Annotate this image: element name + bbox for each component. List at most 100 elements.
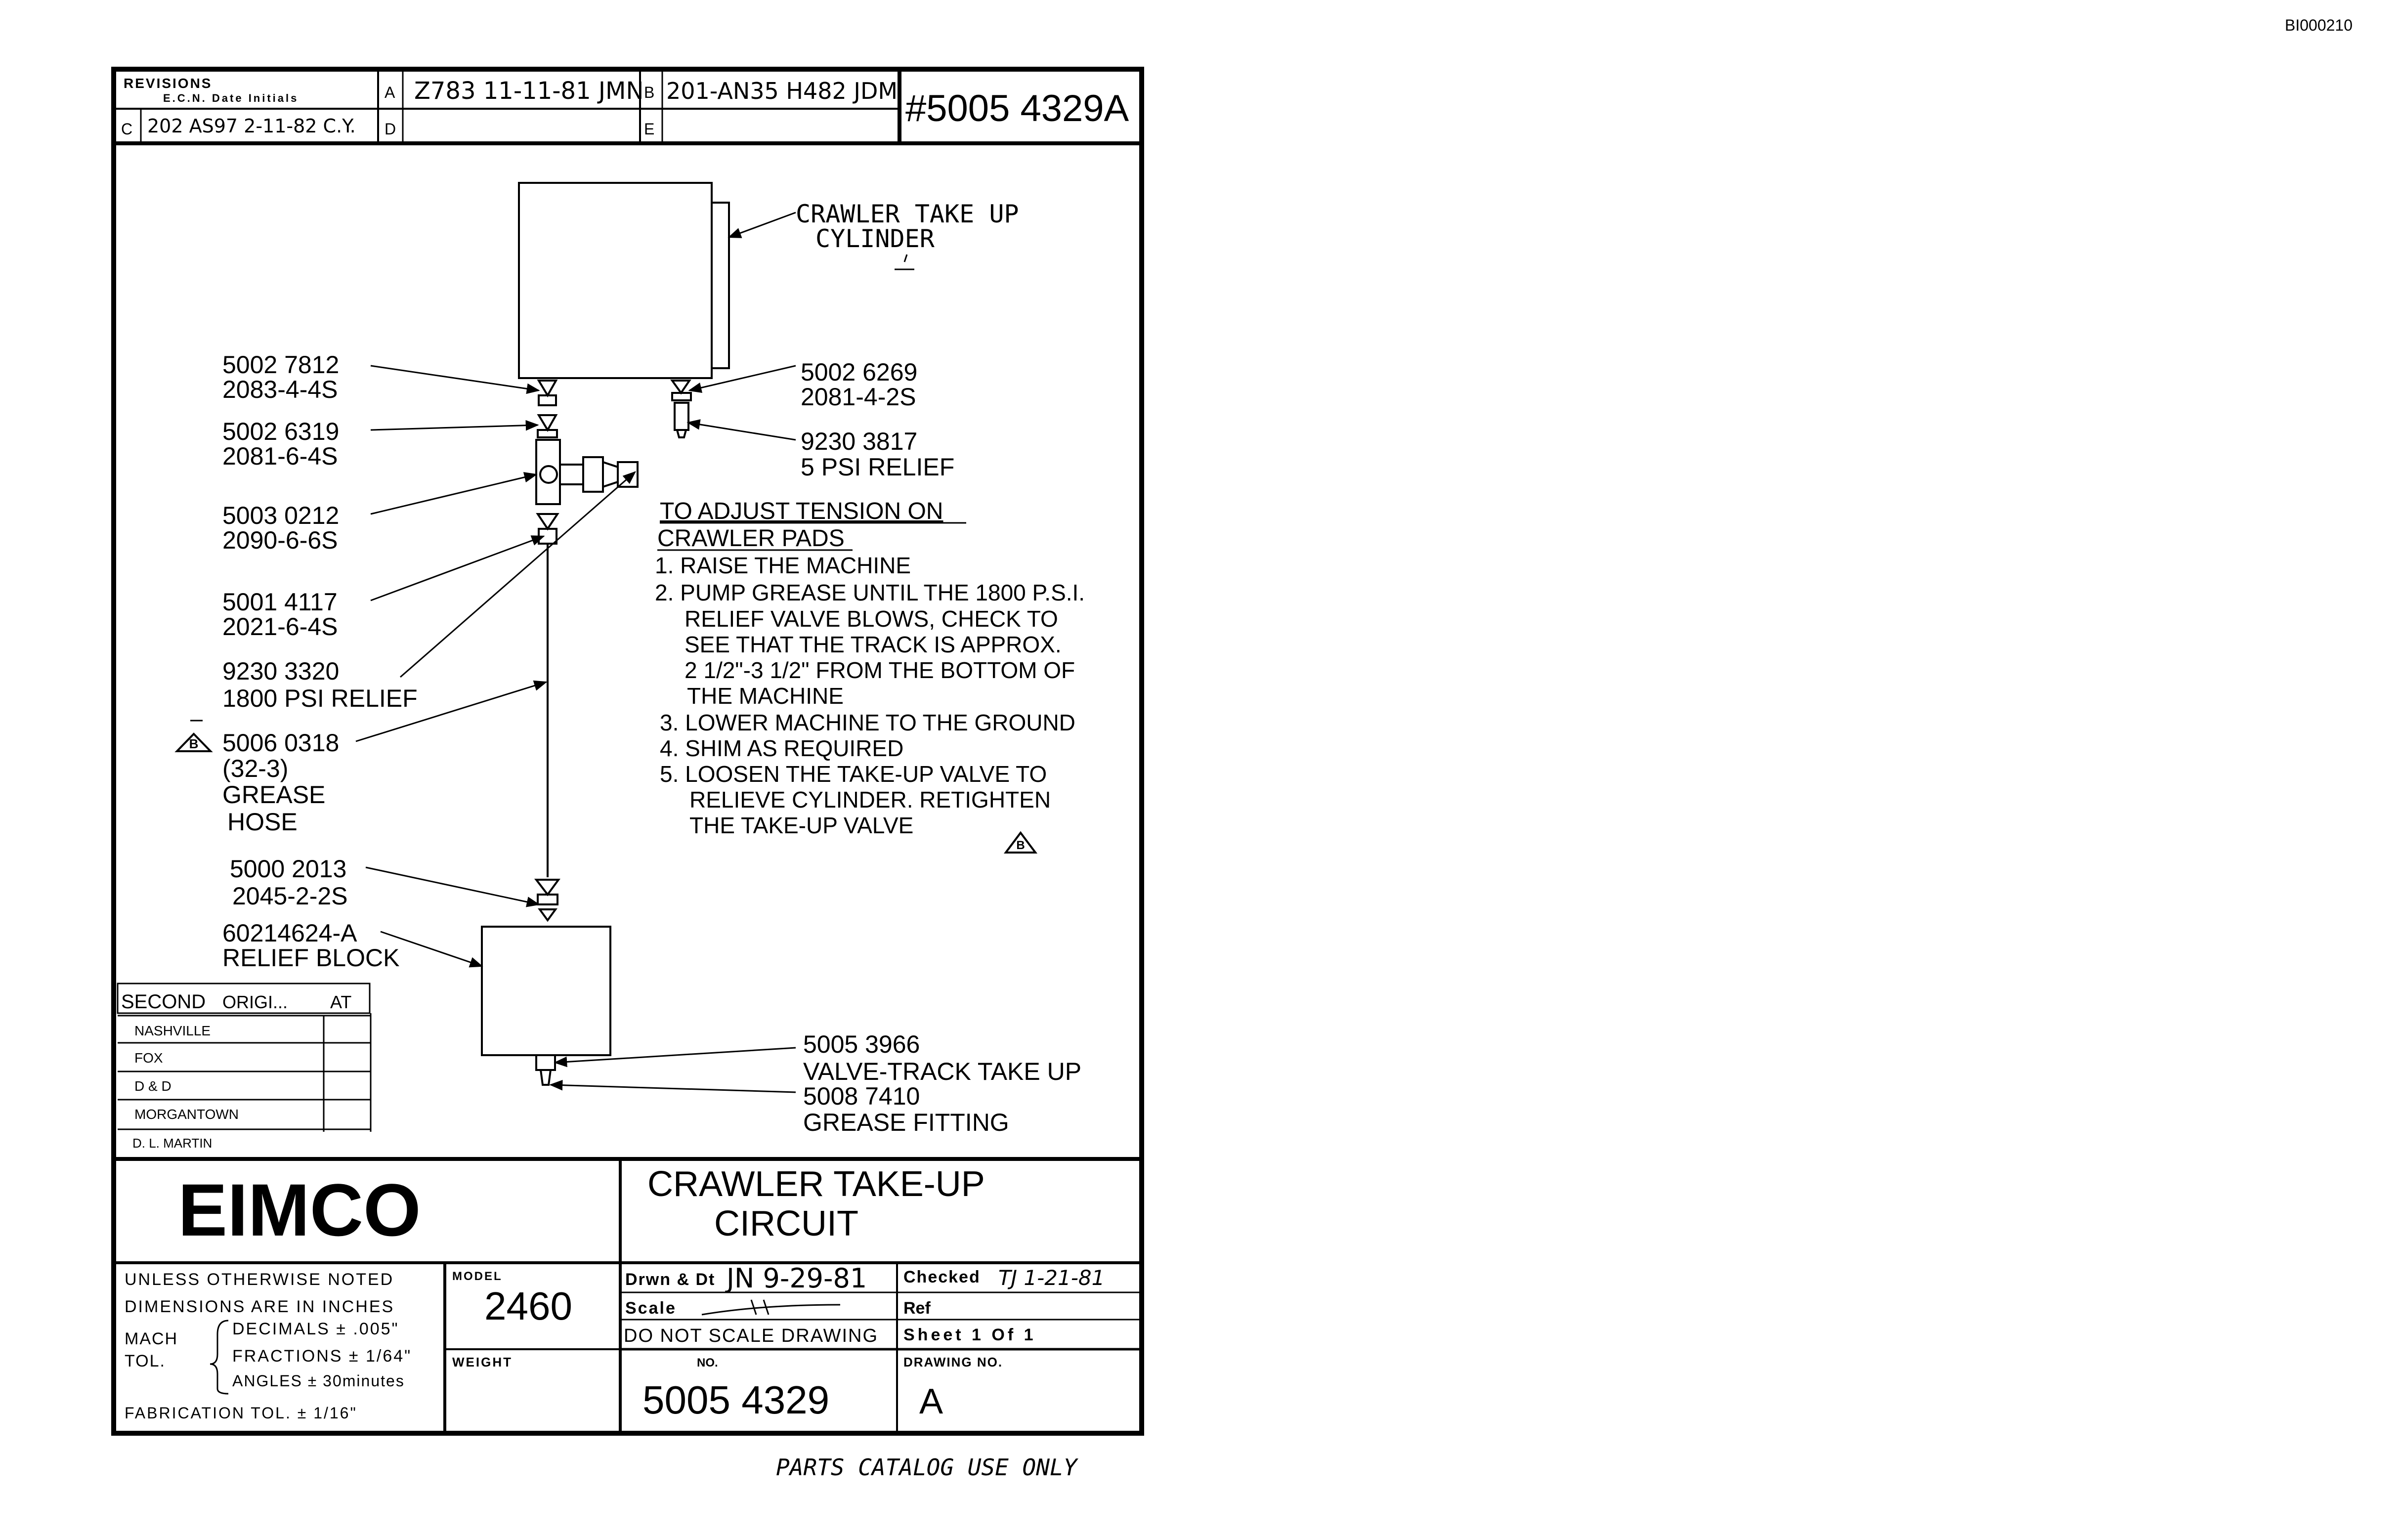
take-up-valve <box>535 1054 556 1071</box>
fitting-5000-2013 <box>534 879 560 922</box>
relief-valve-5psi <box>674 402 689 431</box>
drawing-title-2: CIRCUIT <box>714 1204 858 1243</box>
instruction-line-7: 3. LOWER MACHINE TO THE GROUND <box>660 710 1075 735</box>
label-5000-2013-1: 5000 2013 <box>230 855 346 883</box>
drawing-number: 5005 4329 <box>642 1378 829 1422</box>
checked-value: TJ 1-21-81 <box>998 1266 1105 1290</box>
label-5002-6269-2: 2081-4-2S <box>801 383 916 411</box>
label-5002-6319-2: 2081-6-4S <box>222 442 338 470</box>
fitting-5001-4117 <box>536 513 559 545</box>
instructions-heading-1: TO ADJUST TENSION ON <box>660 498 943 524</box>
label-9230-3817-1: 9230 3817 <box>801 428 917 455</box>
fabrication-tol: FABRICATION TOL. ± 1/16" <box>125 1404 357 1422</box>
revisions-header: REVISIONS <box>124 76 212 91</box>
tol-line-1: UNLESS OTHERWISE NOTED <box>125 1270 394 1289</box>
instruction-line-4: SEE THAT THE TRACK IS APPROX. <box>685 632 1062 657</box>
relief-valve-1800 <box>602 461 619 488</box>
drawn-value: JN 9-29-81 <box>725 1263 867 1294</box>
page-code: BI000210 <box>2285 16 2353 34</box>
label-9230-3320-2: 1800 PSI RELIEF <box>222 684 418 712</box>
company-logo: EIMCO <box>178 1168 421 1251</box>
grease-fitting <box>539 1069 552 1086</box>
rev-a-letter: A <box>385 84 395 101</box>
label-5008-7410-2: GREASE FITTING <box>803 1109 1009 1136</box>
tol-decimals: DECIMALS ± .005" <box>232 1320 399 1338</box>
location-fox: FOX <box>134 1050 163 1066</box>
drawing-ref-number: #5005 4329A <box>905 87 1129 129</box>
rev-c-letter: C <box>121 120 132 138</box>
location-dl-martin: D. L. MARTIN <box>132 1136 212 1151</box>
hydraulic-schematic <box>481 182 730 1086</box>
rev-b-text: 201-AN35 H482 JDM <box>666 78 898 104</box>
label-crawler-cylinder-2: CYLINDER <box>815 224 935 253</box>
weight-label: WEIGHT <box>452 1355 513 1369</box>
scale-mark <box>701 1299 841 1316</box>
tol-line-2: DIMENSIONS ARE IN INCHES <box>125 1297 394 1316</box>
label-5006-0318-3: GREASE <box>222 781 325 809</box>
rev-b-letter: B <box>644 84 654 101</box>
label-5002-7812-1: 5002 7812 <box>222 351 339 379</box>
label-60214624-1: 60214624-A <box>222 919 357 947</box>
label-5005-3966-1: 5005 3966 <box>803 1030 920 1058</box>
instruction-line-6: THE MACHINE <box>687 683 844 709</box>
label-5001-4117-1: 5001 4117 <box>222 588 338 616</box>
sheet-label: Sheet 1 Of 1 <box>903 1326 1036 1344</box>
drawing-frame <box>111 67 1144 1436</box>
leader-lines <box>355 212 796 1093</box>
drawing-revision: A <box>919 1382 943 1421</box>
rev-marker-right: B <box>1016 839 1025 852</box>
location-morgantown: MORGANTOWN <box>134 1107 239 1122</box>
rev-e-letter: E <box>644 120 654 138</box>
tolerance-brace <box>210 1320 229 1395</box>
adjust-instructions: TO ADJUST TENSION ON CRAWLER PADS 1. RAI… <box>655 498 1085 838</box>
second-original-header-1: SECOND <box>121 991 206 1013</box>
label-5006-0318-4: HOSE <box>227 808 298 836</box>
cylinder-mark <box>895 254 914 270</box>
fitting-5002-7812 <box>537 380 558 406</box>
rev-a-text: Z783 11-11-81 JMN <box>414 77 643 105</box>
label-5000-2013-2: 2045-2-2S <box>232 882 348 910</box>
label-5002-7812-2: 2083-4-4S <box>222 376 338 403</box>
relief-block <box>481 926 611 1056</box>
ref-label: Ref <box>903 1299 931 1318</box>
location-dd: D & D <box>134 1078 171 1094</box>
label-5002-6319-1: 5002 6319 <box>222 418 339 445</box>
label-5006-0318-2: (32-3) <box>222 755 288 782</box>
label-5003-0212-1: 5003 0212 <box>222 502 339 529</box>
instruction-line-11: THE TAKE-UP VALVE <box>689 813 913 838</box>
label-crawler-cylinder-1: CRAWLER TAKE UP <box>796 200 1019 228</box>
revision-markers: B B <box>174 720 1037 854</box>
do-not-scale: DO NOT SCALE DRAWING <box>624 1326 878 1346</box>
second-original-header-2: ORIGI... <box>222 992 288 1012</box>
instruction-line-2: 2. PUMP GREASE UNTIL THE 1800 P.S.I. <box>655 580 1085 605</box>
label-9230-3320-1: 9230 3320 <box>222 657 339 685</box>
fitting-5002-6319 <box>537 414 558 438</box>
label-60214624-2: RELIEF BLOCK <box>222 944 399 972</box>
fitting-5002-6269 <box>670 380 692 401</box>
label-5001-4117-2: 2021-6-4S <box>222 613 338 641</box>
instruction-line-10: RELIEVE CYLINDER. RETIGHTEN <box>689 787 1051 813</box>
no-label: NO. <box>697 1356 718 1369</box>
label-5006-0318-1: 5006 0318 <box>222 729 339 757</box>
label-5003-0212-2: 2090-6-6S <box>222 526 338 554</box>
drawn-label: Drwn & Dt <box>625 1270 715 1289</box>
label-5008-7410-1: 5008 7410 <box>803 1082 920 1110</box>
label-5002-6269-1: 5002 6269 <box>801 358 917 386</box>
scale-label: Scale <box>625 1299 677 1318</box>
drawing-no-label: DRAWING NO. <box>903 1355 1003 1369</box>
instruction-line-1: 1. RAISE THE MACHINE <box>655 553 911 578</box>
rev-d-letter: D <box>385 120 396 138</box>
tol-mach: MACH <box>125 1329 178 1348</box>
rev-marker-left: B <box>189 736 199 751</box>
tol-tol: TOL. <box>125 1352 166 1370</box>
second-original-table: SECOND ORIGI... AT NASHVILLE FOX D & D M… <box>117 983 372 1151</box>
instructions-heading-2: CRAWLER PADS <box>657 525 845 552</box>
instruction-line-8: 4. SHIM AS REQUIRED <box>660 735 903 761</box>
label-5005-3966-2: VALVE-TRACK TAKE UP <box>803 1058 1081 1085</box>
location-nashville: NASHVILLE <box>134 1023 211 1038</box>
instruction-line-3: RELIEF VALVE BLOWS, CHECK TO <box>685 606 1058 632</box>
model-value: 2460 <box>484 1284 572 1328</box>
parts-catalog-note: PARTS CATALOG USE ONLY <box>776 1454 1079 1481</box>
second-original-header-3: AT <box>330 992 351 1012</box>
